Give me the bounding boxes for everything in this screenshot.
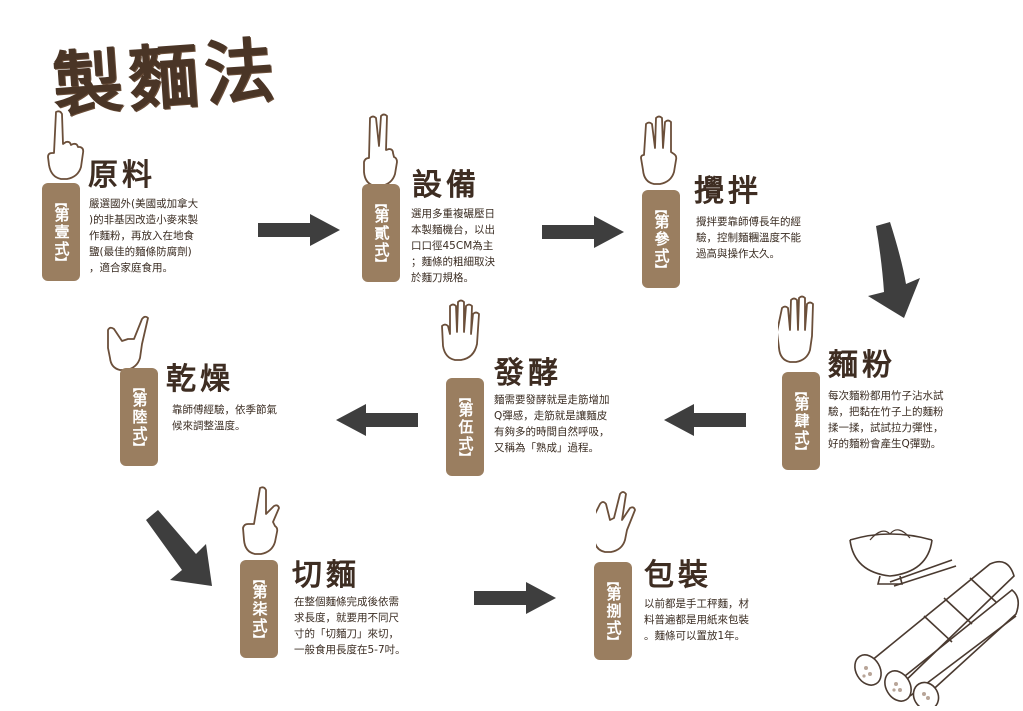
step-7-description: 在整個麵條完成後依需 求長度，就要用不同尺 寸的「切麵刀」來切， 一般食用長度在… <box>294 596 406 656</box>
step-4-badge: ︻第肆式︼ <box>782 372 820 470</box>
arrow-left-icon <box>336 404 418 436</box>
step-7-number: 第柒式 <box>250 583 269 635</box>
step-3-description: 攪拌要靠師傅長年的經 驗，控制麵糰溫度不能 過高與操作太久。 <box>696 216 801 260</box>
step-1-heading: 原料 <box>88 158 156 193</box>
step-3-heading: 攪拌 <box>694 174 762 209</box>
arrow-down-curve-icon <box>868 222 920 318</box>
hand-open-palm-icon <box>441 299 480 361</box>
step-5-heading: 發酵 <box>494 356 562 391</box>
step-5-number: 第伍式 <box>456 401 475 453</box>
step-4-heading: 麵粉 <box>828 348 896 383</box>
step-8-description: 以前都是手工秤麵，材 料普遍都是用紙來包裝 。麵條可以置放1年。 <box>644 598 749 642</box>
step-6-description: 靠師傅經驗，依季節氣 候來調整溫度。 <box>172 404 277 432</box>
step-3-badge: ︻第參式︼ <box>642 190 680 288</box>
step-8-badge: ︻第捌式︼ <box>594 562 632 660</box>
step-2-description: 選用多重複碾壓日 本製麵機台，以出 口口徑45CM為主 ；麵條的粗細取決 於麵刀… <box>411 208 495 284</box>
step-7-heading: 切麵 <box>292 558 360 593</box>
step-1-badge: ︻第壹式︼ <box>42 183 80 281</box>
step-4-number: 第肆式 <box>792 395 811 447</box>
arrow-right-icon <box>474 582 556 614</box>
step-1-description: 嚴選國外(美國或加拿大 )的非基因改造小麥來製 作麵粉，再放入在地食 鹽(最佳的… <box>89 198 199 274</box>
step-6-badge: ︻第陸式︼ <box>120 368 158 466</box>
step-7-badge: ︻第柒式︼ <box>240 560 278 658</box>
arrow-right-icon <box>542 216 624 248</box>
step-6-heading: 乾燥 <box>166 362 234 397</box>
arrow-right-icon <box>258 214 340 246</box>
step-2-number: 第貳式 <box>372 207 391 259</box>
step-3-number: 第參式 <box>652 213 671 265</box>
step-8-heading: 包裝 <box>644 558 712 593</box>
step-8-number: 第捌式 <box>604 585 623 637</box>
hand-two-fingers-icon <box>363 113 398 186</box>
hand-four-fingers-icon <box>778 295 814 363</box>
hand-one-finger-icon <box>47 110 85 180</box>
step-2-badge: ︻第貳式︼ <box>362 184 400 282</box>
hand-three-fingers-icon <box>640 115 678 185</box>
step-5-description: 麵需要發酵就是走筋增加 Q彈感，走筋就是讓麵皮 有夠多的時間自然呼吸， 又稱為「… <box>494 394 610 454</box>
step-6-number: 第陸式 <box>130 391 149 443</box>
arrow-down-right-icon <box>146 510 212 586</box>
noodle-bundles-illustration <box>849 529 1020 706</box>
hand-seven-gesture-icon <box>242 486 280 555</box>
step-1-number: 第壹式 <box>52 206 71 258</box>
step-2-heading: 設備 <box>412 168 480 203</box>
step-4-description: 每次麵粉都用竹子沾水試 驗，把黏在竹子上的麵粉 揉一揉，試試拉力彈性， 好的麵粉… <box>828 390 944 450</box>
step-5-badge: ︻第伍式︼ <box>446 378 484 476</box>
hand-eight-gesture-icon <box>596 491 636 553</box>
arrow-left-icon <box>664 404 746 436</box>
hand-six-gesture-icon <box>107 315 149 371</box>
